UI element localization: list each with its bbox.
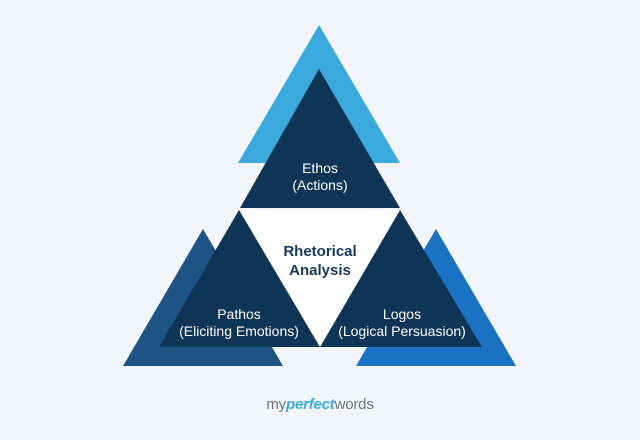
logos-title: Logos xyxy=(382,306,422,322)
ethos-label: Ethos (Actions) xyxy=(292,160,347,194)
center-triangle xyxy=(240,210,400,347)
center-title-line-1: Rhetorical xyxy=(283,243,357,260)
logos-label: Logos (Logical Persuasion) xyxy=(338,306,466,340)
logo-part-words: words xyxy=(334,396,374,413)
logos-subtitle: (Logical Persuasion) xyxy=(338,323,466,339)
logo-part-perfect: perfect xyxy=(285,396,335,413)
pathos-triangle xyxy=(159,210,320,347)
ethos-subtitle: (Actions) xyxy=(292,177,348,193)
brand-logo: myperfectwords xyxy=(266,396,373,413)
pathos-title: Pathos xyxy=(217,306,261,322)
center-title: Rhetorical Analysis xyxy=(283,242,356,280)
logos-triangle xyxy=(320,210,482,347)
ethos-title: Ethos xyxy=(302,160,338,176)
pathos-label: Pathos (Eliciting Emotions) xyxy=(179,306,299,340)
logo-part-my: my xyxy=(266,396,286,413)
ethos-triangle xyxy=(240,69,400,208)
center-title-line-2: Analysis xyxy=(289,262,351,279)
pathos-subtitle: (Eliciting Emotions) xyxy=(179,323,299,339)
